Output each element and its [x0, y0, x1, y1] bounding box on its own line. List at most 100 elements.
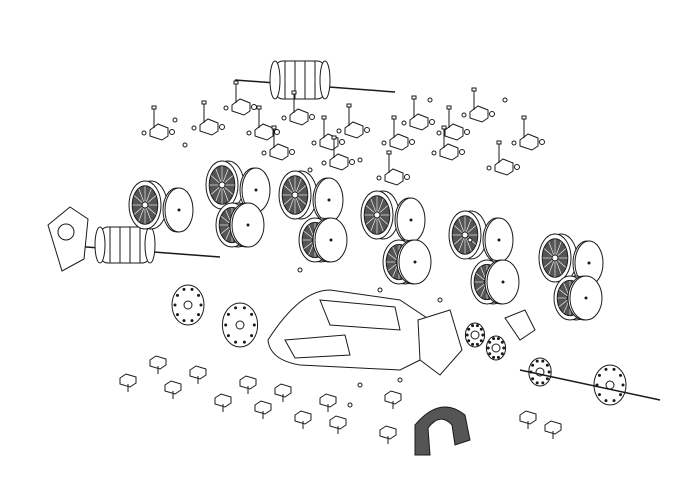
- clip: [119, 373, 137, 392]
- plate-hole: [492, 337, 496, 341]
- chassis-tray: [284, 334, 351, 359]
- plate-hole: [234, 340, 238, 344]
- plate-hole: [481, 333, 485, 337]
- clip-body: [379, 425, 397, 440]
- bracket-body: [199, 118, 219, 136]
- plate-hole: [471, 342, 475, 346]
- bracket-body: [149, 123, 169, 141]
- hub: [551, 254, 559, 262]
- bracket: [401, 95, 435, 131]
- clip: [254, 400, 272, 419]
- plate-hole: [234, 306, 238, 310]
- rotor-wheel: [205, 160, 245, 210]
- clip-body: [239, 375, 257, 390]
- bracket-body: [254, 123, 274, 141]
- plate-hole: [500, 352, 504, 356]
- nut: [514, 164, 520, 170]
- bolt-head: [496, 140, 502, 145]
- nut: [339, 139, 345, 145]
- flat-disk: [572, 240, 604, 286]
- disk-center: [413, 260, 417, 264]
- bolt-head: [441, 125, 447, 130]
- bracket-body: [389, 133, 409, 151]
- bracket: [261, 125, 295, 161]
- clip-body: [164, 380, 182, 395]
- motor-housing: [99, 226, 151, 264]
- plate-hole: [496, 337, 500, 341]
- plate-hole: [250, 334, 254, 338]
- clip-body: [329, 415, 347, 430]
- flat-disk: [396, 239, 432, 285]
- plate-hole: [541, 381, 545, 385]
- plate-hole: [175, 293, 179, 297]
- nut: [409, 139, 415, 145]
- nut: [539, 139, 545, 145]
- bolt-head: [386, 150, 392, 155]
- screw: [357, 382, 363, 388]
- washer: [261, 150, 267, 156]
- plate-hole: [488, 352, 492, 356]
- bolt-head: [256, 105, 262, 110]
- round-plate: [485, 335, 507, 361]
- bolt-head: [411, 95, 417, 100]
- hub: [218, 181, 226, 189]
- plate-hole: [479, 339, 483, 343]
- bolt-head: [271, 125, 277, 130]
- chassis: [267, 289, 431, 371]
- bracket-body: [289, 108, 309, 126]
- flat-disk: [312, 217, 348, 263]
- clip-body: [189, 365, 207, 380]
- plate-hole: [182, 319, 186, 323]
- plate-hole: [250, 312, 254, 316]
- clip: [379, 425, 397, 444]
- washer: [141, 130, 147, 136]
- disk-center: [584, 296, 588, 300]
- chassis-body: [267, 289, 431, 371]
- washer: [486, 165, 492, 171]
- washer: [246, 130, 252, 136]
- nut: [459, 149, 465, 155]
- plate-hole: [190, 319, 194, 323]
- flat-disk: [484, 259, 520, 305]
- plate-hole: [612, 399, 616, 403]
- bracket: [281, 90, 315, 126]
- plate-hole: [467, 339, 471, 343]
- bracket: [141, 105, 175, 141]
- side-housing: [417, 309, 463, 376]
- plate-hole: [173, 303, 177, 307]
- washer: [511, 140, 517, 146]
- washer: [311, 140, 317, 146]
- clip-body: [319, 393, 337, 408]
- motor-end: [94, 226, 106, 264]
- motor-end: [319, 60, 331, 100]
- nut: [309, 114, 315, 120]
- bracket: [486, 140, 520, 176]
- plate-hole: [475, 324, 479, 328]
- disk-center: [327, 198, 331, 202]
- bracket: [511, 115, 545, 151]
- plate-hole: [242, 340, 246, 344]
- flat-disk: [229, 202, 265, 248]
- hub: [373, 211, 381, 219]
- clip-body: [519, 410, 537, 425]
- plate-hole: [597, 373, 601, 377]
- round-plate: [171, 284, 205, 326]
- rotor-wheel: [128, 180, 168, 230]
- bracket: [376, 150, 410, 186]
- screw: [182, 142, 188, 148]
- plate-hole: [535, 381, 539, 385]
- bolt-head: [291, 90, 297, 95]
- flat-disk: [239, 167, 271, 213]
- bracket-body: [329, 153, 349, 171]
- motor-end: [144, 226, 156, 264]
- rotor-wheel: [448, 210, 488, 260]
- bolt-head: [346, 103, 352, 108]
- washer: [376, 175, 382, 181]
- gear-motor: [59, 226, 221, 264]
- bracket-body: [469, 105, 489, 123]
- clip: [544, 420, 562, 439]
- plate-hole: [500, 340, 504, 344]
- screw: [307, 167, 313, 173]
- plate-hole: [547, 370, 551, 374]
